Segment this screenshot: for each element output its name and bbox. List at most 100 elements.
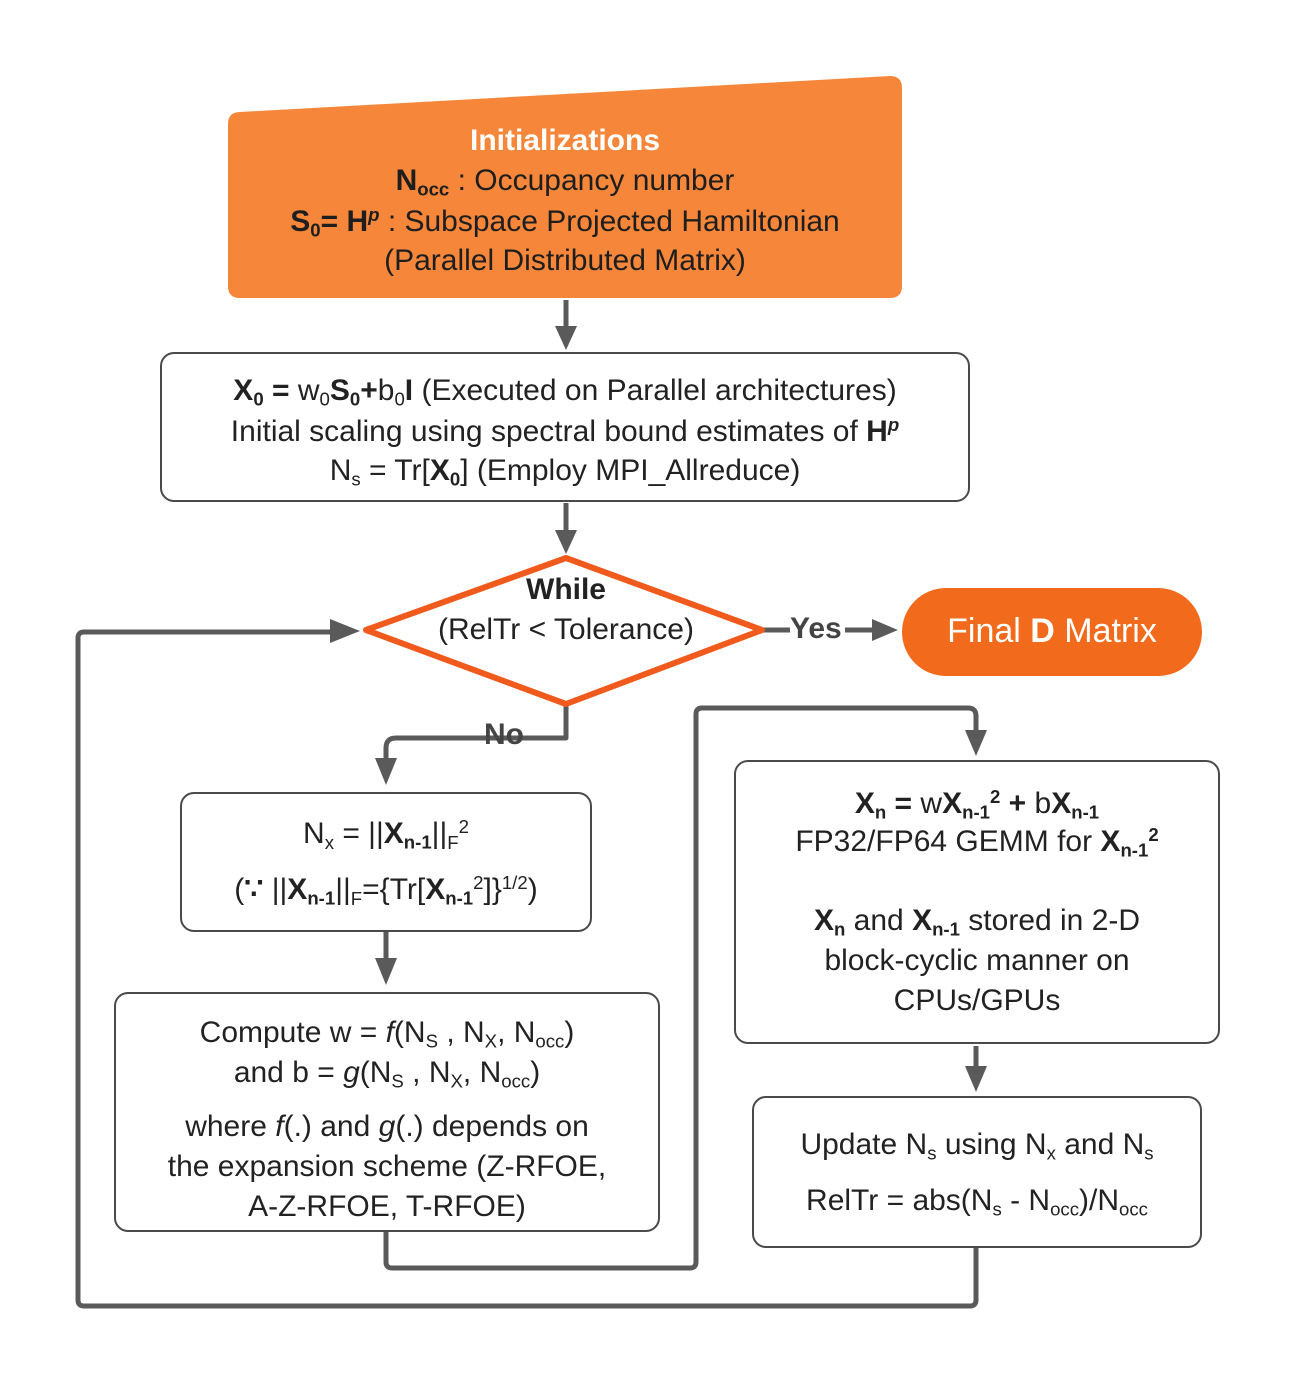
plus-sign: + [360,374,378,407]
arrowhead-scaling [555,326,577,350]
gemm-eq: = [886,787,921,821]
xn1-sub: n-1 [403,831,432,853]
xn1-sq-sub: n-1 [962,801,990,823]
hp-symbol: H [866,415,888,449]
reltr-nocc2-sub: occ [1119,1198,1148,1220]
update-box: Update Ns using Nx and Ns RelTr = abs(Ns… [752,1096,1202,1248]
func-f-2: f [275,1110,284,1143]
gemm-line-4: block-cyclic manner on [824,944,1130,977]
compute-close: ) [564,1016,575,1049]
gemm-x-sub: n-1 [1120,839,1149,861]
compute-nocc-sub-2: occ [501,1070,531,1092]
nocc-sub: occ [417,178,450,200]
compute-w: Compute w = [199,1016,386,1049]
gemm-box: Xn = wXn-12 + bXn-1 FP32/FP64 GEMM for X… [734,760,1220,1044]
norm-bar-2: || [263,873,288,907]
stored-xn1-sub: n-1 [932,918,960,940]
s0-sup: p [368,204,380,225]
compute-ns: (N [393,1016,426,1049]
compute-line-5: A-Z-RFOE, T-RFOE) [248,1190,526,1223]
arrowhead-norm [375,758,397,785]
norm-line-1: Nx = ||Xn-1||F2 [182,816,590,854]
gemm-line-3: Xn and Xn-1 stored in 2-D [736,904,1218,941]
x0-symbol: X [233,374,254,407]
reltr-minus: - N [1001,1184,1051,1217]
arrowhead-update [965,1066,987,1092]
s0-desc: : Subspace Projected Hamiltonian [379,205,840,239]
gemm-line-5: CPUs/GPUs [893,984,1061,1017]
xn1-lin-symbol: X [1051,787,1072,821]
compute-nx-sub-2: X [450,1070,463,1092]
compute-nx-sub: X [484,1030,498,1052]
frobenius-sub-2: F [350,887,363,909]
compute-line-4: the expansion scheme (Z-RFOE, [167,1150,607,1183]
reltr-div: )/N [1079,1184,1120,1217]
nx-sub: x [324,831,334,853]
w0-sub: 0 [319,388,330,410]
decision-condition: (RelTr < Tolerance) [438,613,694,646]
compute-nx-2: , N [403,1056,451,1089]
xn1-sq-symbol: X [942,787,963,821]
func-g-2: g [378,1110,396,1143]
func-f: f [385,1016,394,1049]
update-ns-sub: s [927,1142,937,1164]
ns-sub: s [351,468,361,490]
compute-ns-sub-2: S [391,1070,404,1092]
compute-line-3: where f(.) and g(.) depends on [116,1110,658,1144]
decision-while: While [526,573,606,606]
gemm-line-2: FP32/FP64 GEMM for Xn-12 [736,824,1218,862]
xn1-symbol-3: X [425,873,446,907]
arrowhead-gemm [965,730,987,756]
init-s0: S0= Hp : Subspace Projected Hamiltonian [228,204,902,242]
func-g: g [343,1056,360,1089]
hp-sup: p [887,414,900,435]
arrowhead-final [872,619,898,641]
norm-square: 2 [458,816,469,837]
xn1-sub-2: n-1 [307,887,336,909]
compute-nx: , N [437,1016,485,1049]
compute-nocc-sub: occ [535,1030,565,1052]
update-ns: Update N [800,1128,928,1161]
gemm-w: w [920,787,943,821]
yes-label: Yes [790,612,842,645]
where-text: where [185,1110,276,1143]
xn1-symbol-2: X [287,873,308,907]
arrowhead-compute [375,958,397,985]
scaling-line-3-tail: ] (Employ MPI_Allreduce) [460,454,801,487]
stored-and: and [845,904,913,937]
update-ns2-sub: s [1144,1142,1154,1164]
compute-line-2: and b = g(NS , NX, Nocc) [116,1056,658,1093]
s0-eq: = H [320,205,369,239]
compute-ns-sub: S [425,1030,438,1052]
norm-bar-3: || [335,873,351,907]
b0-symbol: b [377,374,395,407]
s0-term-sub: 0 [349,388,361,410]
norm-eq: = || [333,817,384,851]
gemm-x-symbol: X [1100,825,1121,859]
xn1-symbol: X [383,817,404,851]
final-d-matrix: Final D Matrix [902,588,1202,676]
scaling-line-1-tail: (Executed on Parallel architectures) [413,374,897,407]
frobenius-sub: F [447,831,459,853]
s0-sub: 0 [310,219,321,241]
w0-symbol: w [297,374,320,407]
update-ns2: and N [1055,1128,1145,1161]
final-pre: Final [947,612,1031,650]
update-line-1: Update Ns using Nx and Ns [754,1128,1200,1165]
no-label: No [484,718,524,751]
gemm-x-power: 2 [1148,824,1159,845]
reltr-nocc-sub: occ [1050,1198,1080,1220]
identity-symbol: I [404,374,414,407]
gemm-b: b [1034,787,1052,821]
scaling-box: X0 = w0S0+b0I (Executed on Parallel arch… [160,352,970,502]
compute-nocc-2: , N [462,1056,502,1089]
compute-close-2: ) [530,1056,541,1089]
x0-trace-sub: 0 [449,468,461,490]
scaling-line-1: X0 = w0S0+b0I (Executed on Parallel arch… [162,374,968,411]
reltr-ns-sub: s [992,1198,1002,1220]
trace-close: ]} [483,873,502,907]
ns-eq: = Tr[ [360,454,430,487]
s0-term: S [329,374,350,407]
gemm-line-1: Xn = wXn-12 + bXn-1 [736,786,1218,824]
arrow-no-line-2 [383,735,525,762]
